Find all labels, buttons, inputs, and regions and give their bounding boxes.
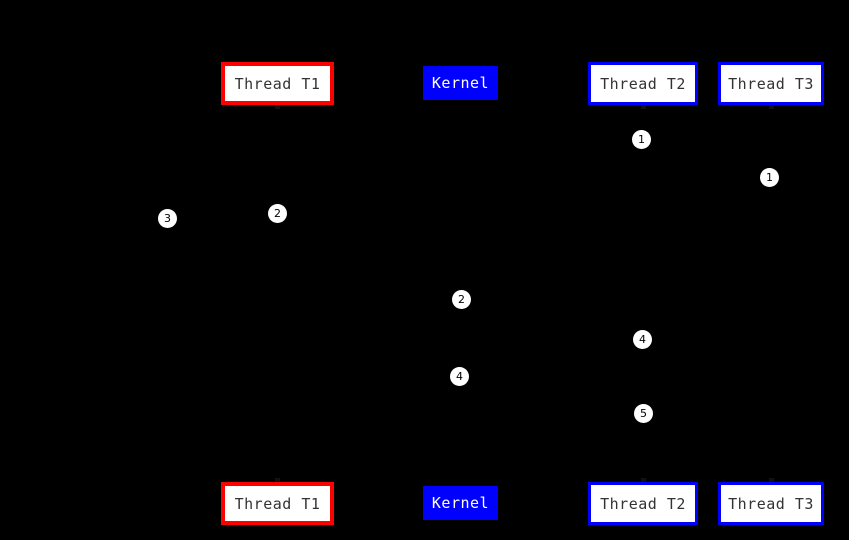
participant-label-t1-bottom: Thread T1: [234, 494, 321, 513]
step-badge[interactable]: 5: [634, 404, 653, 423]
participant-label-t1-top: Thread T1: [234, 74, 321, 93]
step-badge[interactable]: 4: [450, 367, 469, 386]
lifeline-nub-t1: [275, 105, 280, 109]
participant-label-t3-bottom: Thread T3: [728, 494, 814, 513]
step-badge[interactable]: 2: [268, 204, 287, 223]
lifeline-t3: [771, 105, 772, 482]
lifeline-nub-t3: [769, 105, 774, 109]
step-badge[interactable]: 3: [158, 209, 177, 228]
lifeline-t1: [277, 105, 278, 482]
lifeline-nub-t1-bottom: [275, 478, 280, 482]
participant-label-kernel-bottom: Kernel: [431, 494, 490, 512]
lifeline-nub-t3-bottom: [769, 478, 774, 482]
participant-label-kernel-top: Kernel: [431, 74, 490, 92]
lifeline-nub-t2-bottom: [641, 478, 646, 482]
step-badge[interactable]: 4: [633, 330, 652, 349]
participant-box-t2-bottom[interactable]: Thread T2: [588, 482, 698, 525]
participant-label-t2-top: Thread T2: [600, 74, 686, 93]
participant-box-kernel-bottom[interactable]: Kernel: [423, 486, 498, 520]
lifeline-nub-t2: [641, 105, 646, 109]
participant-box-t1-bottom[interactable]: Thread T1: [221, 482, 334, 525]
message-arrow-t1-left: [166, 215, 277, 221]
participant-box-t3-bottom[interactable]: Thread T3: [718, 482, 824, 525]
participant-box-t1-top[interactable]: Thread T1: [221, 62, 334, 105]
lifeline-t2: [643, 105, 644, 482]
participant-label-t2-bottom: Thread T2: [600, 494, 686, 513]
participant-box-t3-top[interactable]: Thread T3: [718, 62, 824, 105]
participant-label-t3-top: Thread T3: [728, 74, 814, 93]
step-badge[interactable]: 1: [760, 168, 779, 187]
participant-box-kernel-top[interactable]: Kernel: [423, 66, 498, 100]
step-badge[interactable]: 2: [452, 290, 471, 309]
participant-box-t2-top[interactable]: Thread T2: [588, 62, 698, 105]
step-badge[interactable]: 1: [632, 130, 651, 149]
